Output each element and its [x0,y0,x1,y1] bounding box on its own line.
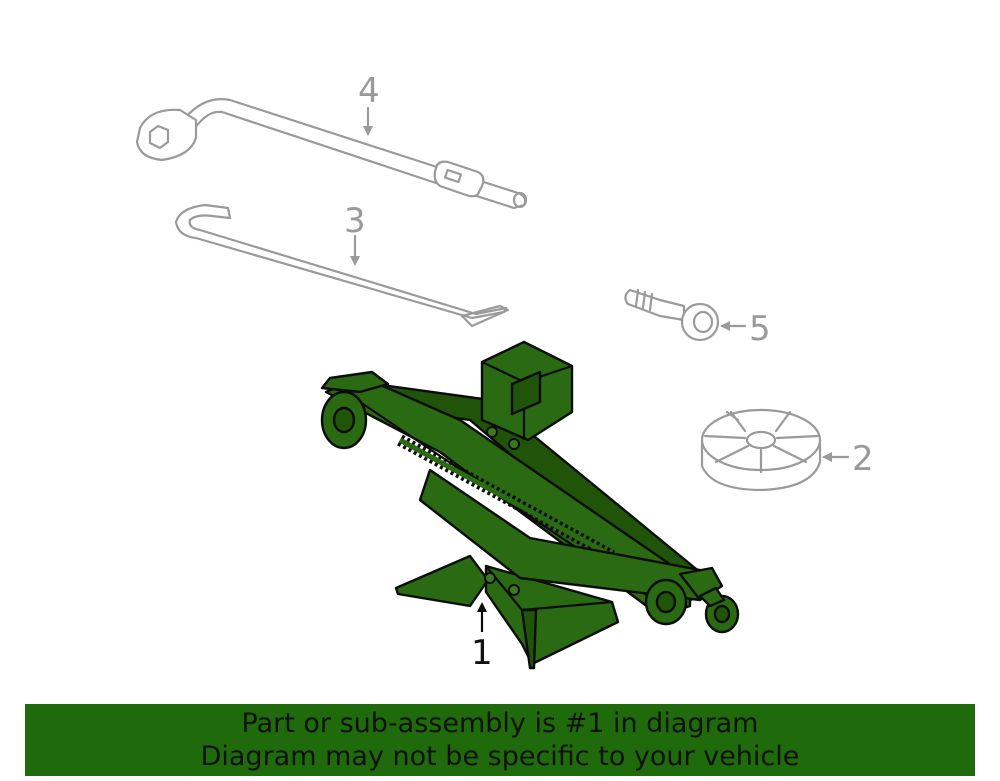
callout-4: 4 [358,71,380,111]
callout-3: 3 [344,201,366,241]
info-banner: Part or sub-assembly is #1 in diagram Di… [25,704,975,776]
callout-2: 2 [852,439,874,479]
banner-line-1: Part or sub-assembly is #1 in diagram [241,708,759,739]
banner-line-2: Diagram may not be specific to your vehi… [200,741,800,772]
callout-1: 1 [471,633,493,673]
lug-wrench[interactable] [135,98,528,210]
jack-handle[interactable] [174,203,510,328]
callout-5: 5 [749,309,771,349]
parts-diagram: 4 3 5 2 [135,71,874,673]
scissor-jack[interactable] [320,340,740,670]
tow-eye[interactable] [624,288,747,342]
jack-pad[interactable] [700,408,850,492]
